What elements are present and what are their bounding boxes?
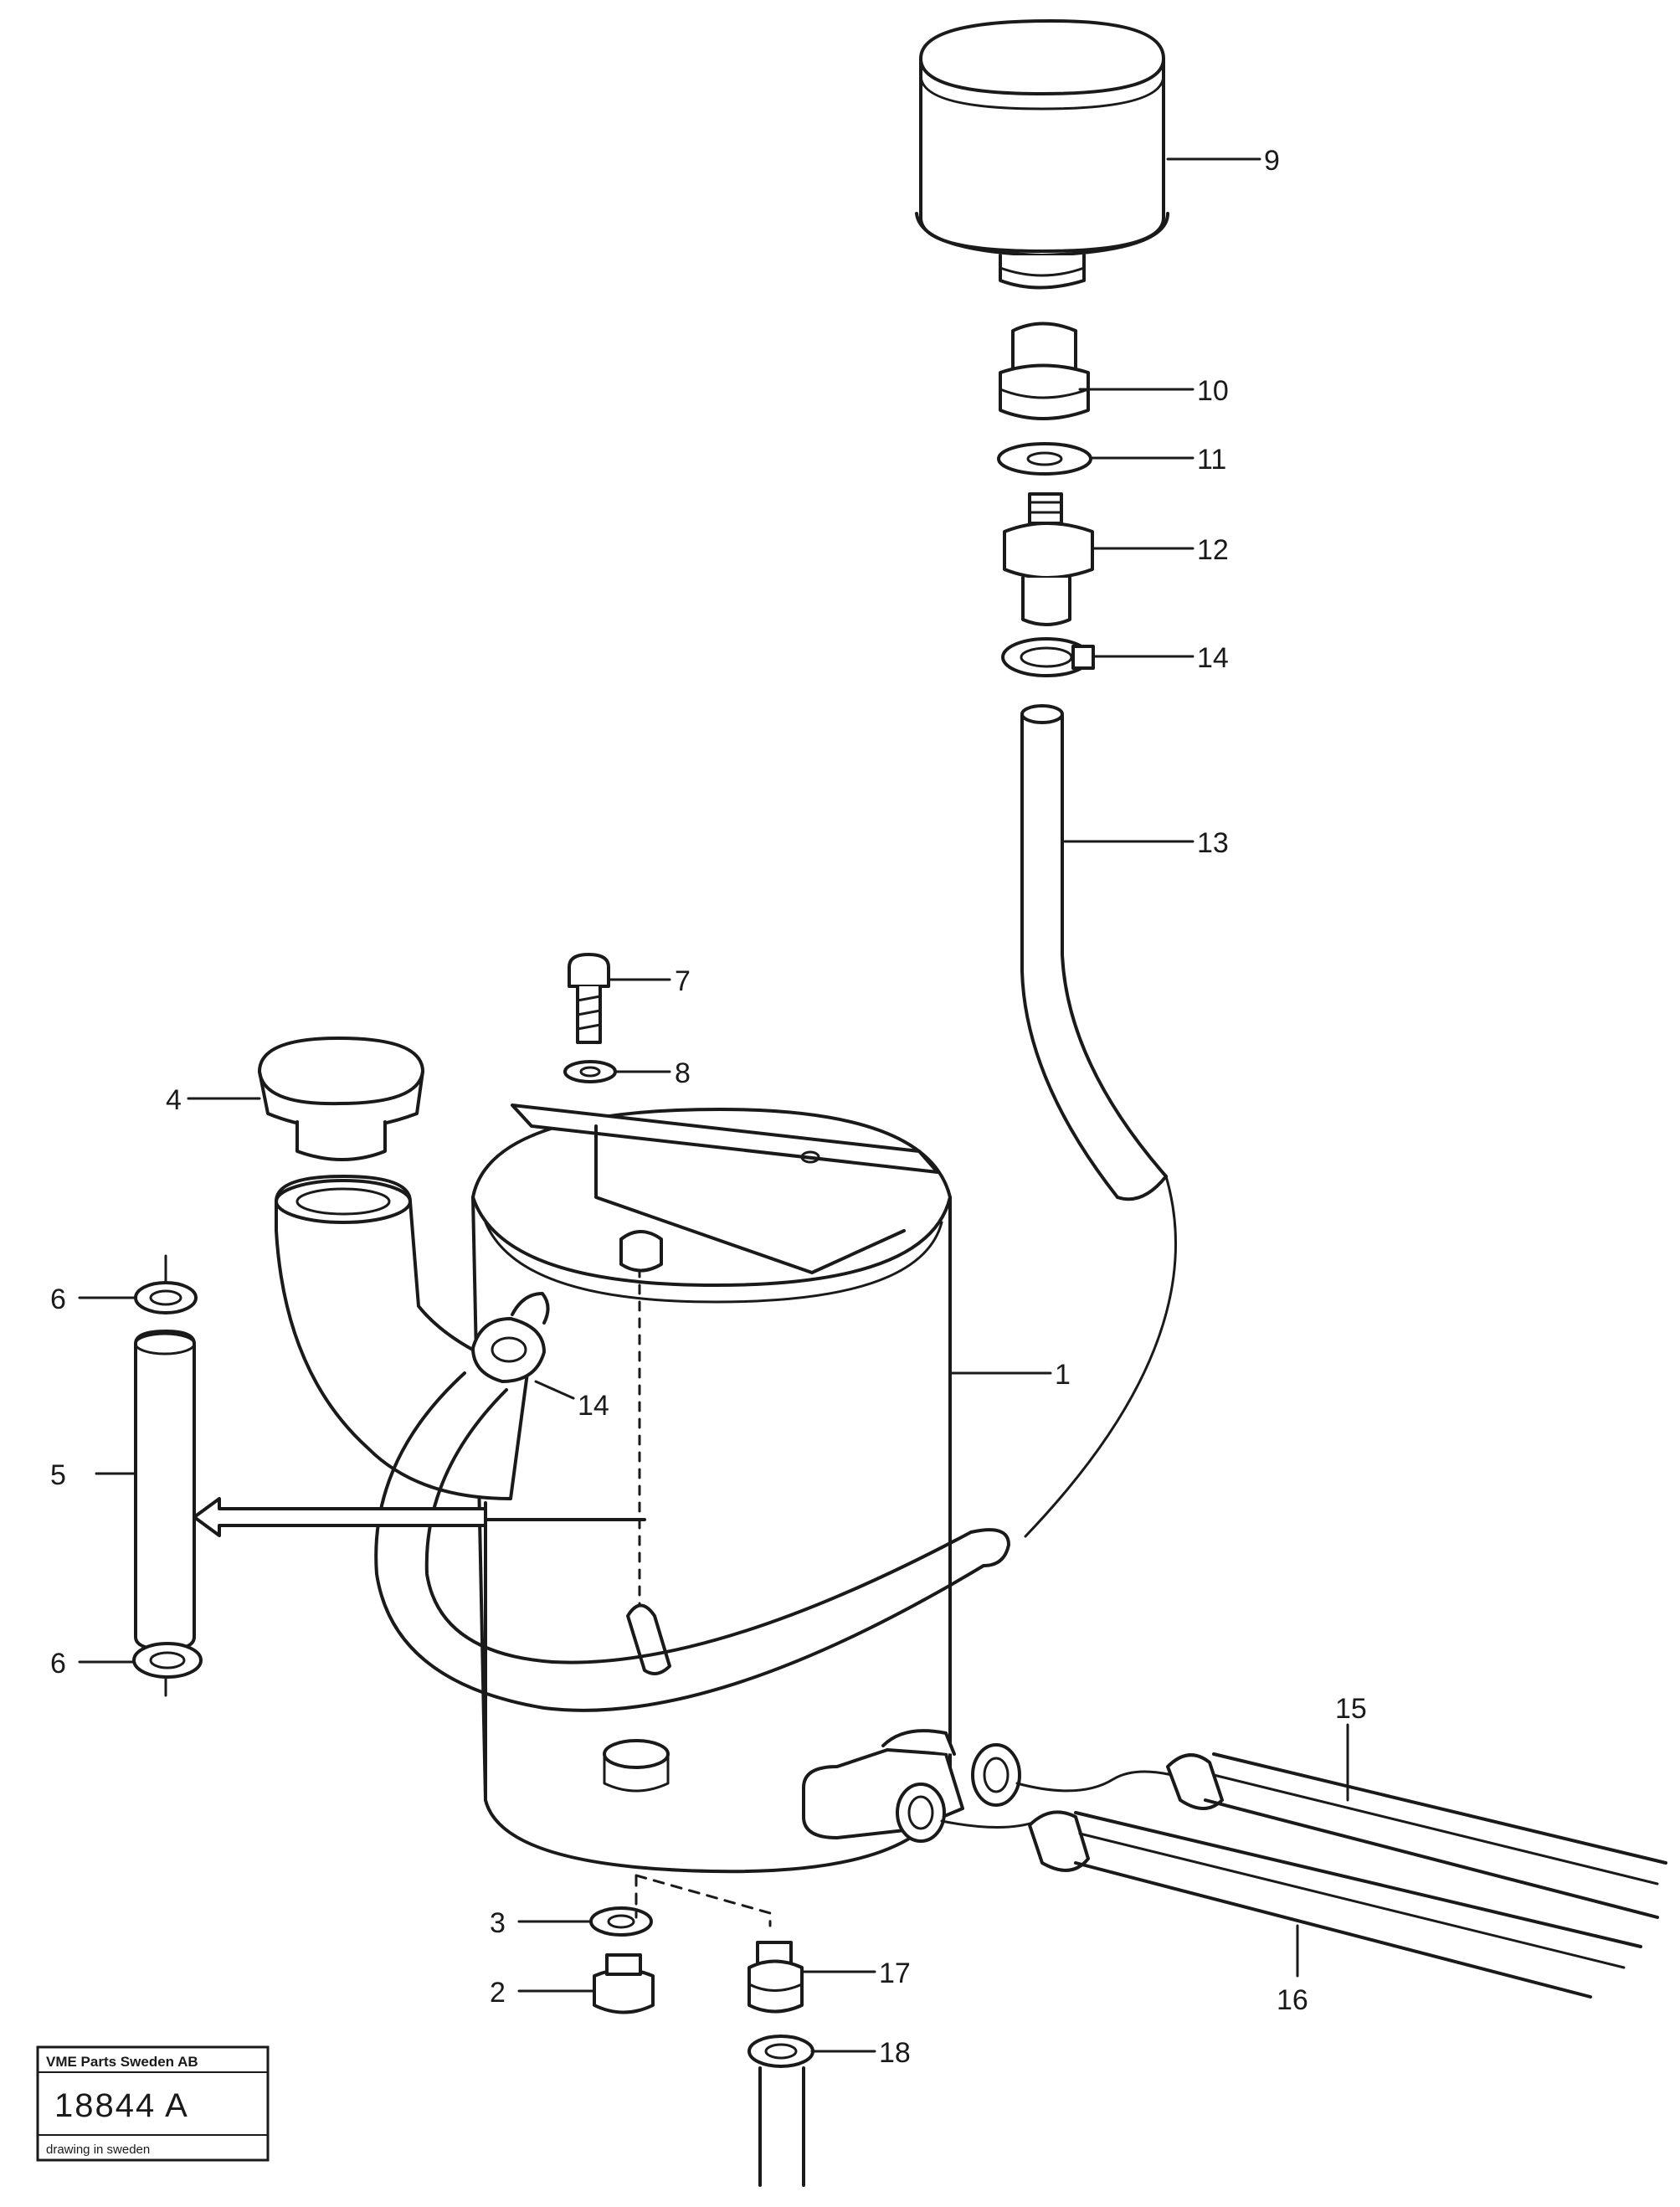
callout-2: 2 [490, 1977, 506, 2009]
callout-3: 3 [490, 1907, 506, 1939]
part-14-clamp-lower [471, 1292, 550, 1383]
stamp-number: 18844 A [54, 2087, 189, 2124]
callout-14-upper: 14 [1197, 642, 1229, 674]
part-2-drain-plug [593, 1953, 655, 2014]
part-9-filter [915, 19, 1169, 290]
part-15-pipe [1166, 1752, 1667, 1919]
callout-14-lower: 14 [578, 1390, 609, 1422]
callout-1: 1 [1055, 1359, 1071, 1391]
callout-12: 12 [1197, 534, 1229, 566]
part-12-adapter [1003, 492, 1094, 626]
part-5-sight-tube [134, 1254, 196, 1697]
stamp-footer: drawing in sweden [46, 2143, 150, 2157]
callout-5: 5 [50, 1459, 66, 1491]
part-6-washer-top [134, 1281, 198, 1314]
callout-labels: 9 10 11 12 14 13 7 8 4 6 5 6 1 14 15 16 … [50, 145, 1367, 2069]
part-10-nut [999, 322, 1090, 420]
callout-4: 4 [166, 1084, 182, 1116]
callout-11: 11 [1197, 444, 1226, 476]
callout-8: 8 [675, 1057, 691, 1089]
callout-6-top: 6 [50, 1284, 66, 1315]
direction-arrow [193, 1497, 487, 1537]
callout-17: 17 [879, 1957, 911, 1989]
part-14-clamp-upper [1001, 637, 1095, 677]
outlet-connection [802, 1729, 1174, 1843]
part-7-screw [568, 953, 610, 1044]
callout-7: 7 [675, 965, 691, 997]
part-1-tank [471, 1104, 952, 1874]
part-17-fitting [748, 1941, 804, 2014]
leader-lines [78, 157, 1349, 2053]
part-18-hose-end [748, 2035, 814, 2187]
return-hose [374, 1371, 1010, 1712]
part-4-filler-cap [258, 1037, 424, 1161]
callout-16: 16 [1277, 1984, 1308, 2016]
part-13-hose [1020, 704, 1177, 1538]
callout-10: 10 [1197, 375, 1229, 407]
callout-13: 13 [1197, 827, 1229, 859]
callout-9: 9 [1264, 145, 1280, 177]
part-3-washer [589, 1906, 653, 1937]
part-6-washer-bottom [132, 1642, 203, 1679]
callout-6-bottom: 6 [50, 1648, 66, 1680]
part-8-washer [563, 1060, 617, 1083]
dashed-guide [634, 1874, 772, 1927]
part-11-washer [997, 442, 1092, 476]
callout-18: 18 [879, 2037, 911, 2069]
callout-15: 15 [1335, 1693, 1367, 1725]
part-16-pipe [1028, 1810, 1642, 1999]
drawing-stamp: VME Parts Sweden AB 18844 A drawing in s… [36, 2045, 270, 2162]
stamp-header: VME Parts Sweden AB [46, 2054, 198, 2070]
